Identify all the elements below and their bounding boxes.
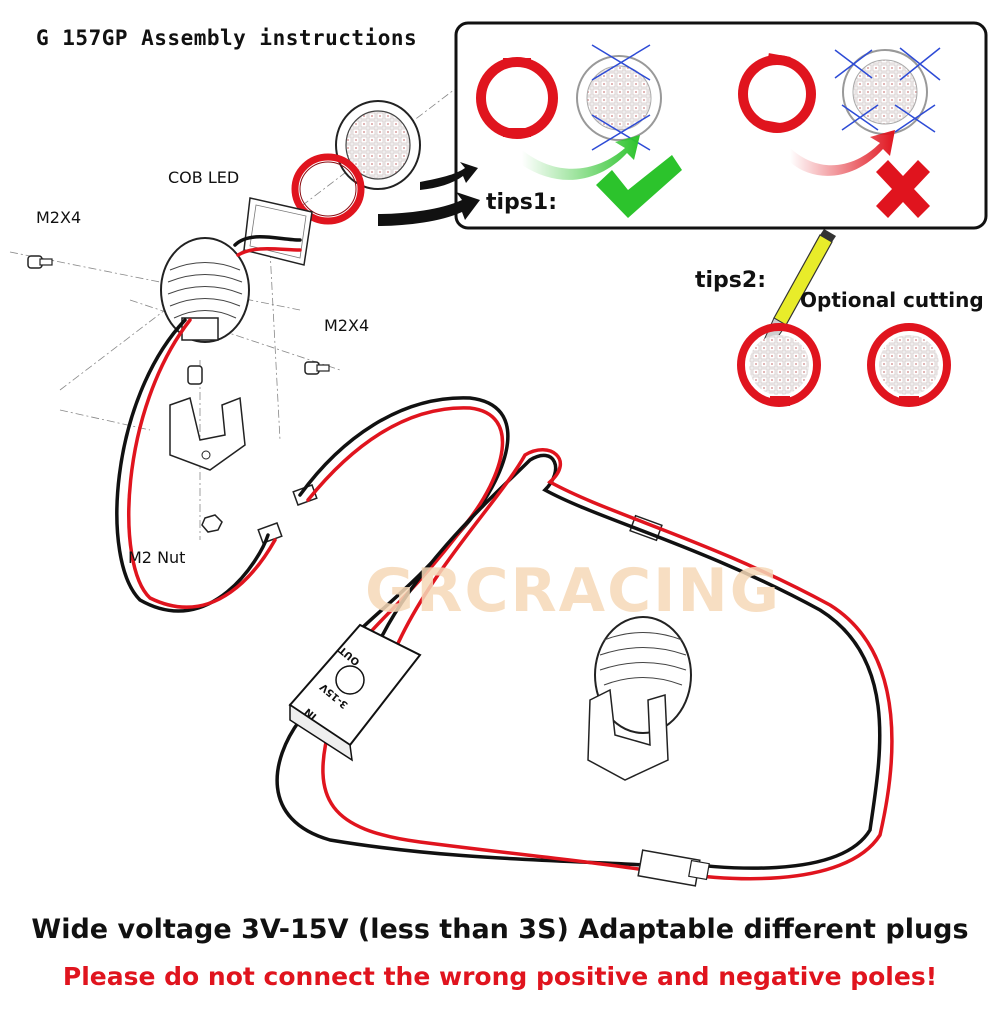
tips1-correct-led xyxy=(576,44,662,151)
connector-2 xyxy=(257,522,283,544)
tips1-red-arrow xyxy=(790,130,895,176)
brand-watermark: GRCRACING xyxy=(365,556,781,626)
lamp-housing-left xyxy=(160,237,250,343)
tips1-green-arrow xyxy=(522,135,640,180)
control-module xyxy=(288,623,422,762)
footer-line-1: Wide voltage 3V-15V (less than 3S) Adapt… xyxy=(31,914,969,945)
tips1-wrong-led xyxy=(834,47,941,135)
tips2-ring-cut xyxy=(737,323,821,407)
tips1-label: tips1: xyxy=(486,190,558,215)
tips1-wrong-ring xyxy=(738,53,816,133)
cob-led-label: COB LED xyxy=(168,168,240,187)
red-ring-part xyxy=(291,153,365,225)
m2-nut-label: M2 Nut xyxy=(128,548,186,567)
tips1-correct-ring xyxy=(476,57,558,139)
mount-bracket xyxy=(169,396,246,471)
led-lens-part xyxy=(335,100,421,190)
wires xyxy=(115,234,894,881)
screw-m2x4-left xyxy=(27,255,53,269)
optional-cutting-label: Optional cutting xyxy=(800,288,984,312)
pointer-arrow-2 xyxy=(378,192,480,226)
tips2-label: tips2: xyxy=(695,268,767,293)
cross-icon xyxy=(876,160,930,218)
m2-nut xyxy=(201,514,223,533)
pointer-arrow-1 xyxy=(420,162,478,190)
m2x4-mid-label: M2X4 xyxy=(324,316,370,335)
check-icon xyxy=(596,155,682,218)
footer-line-2-warning: Please do not connect the wrong positive… xyxy=(62,962,938,991)
screw-m2x4-mid xyxy=(304,361,330,375)
m2x4-left-label: M2X4 xyxy=(36,208,82,227)
page-title: G 157GP Assembly instructions xyxy=(36,26,418,50)
lamp-housing-right xyxy=(587,616,692,781)
tips2-ring-uncut xyxy=(867,323,951,407)
bolt-vertical xyxy=(187,365,203,385)
plug-connector xyxy=(637,849,710,887)
